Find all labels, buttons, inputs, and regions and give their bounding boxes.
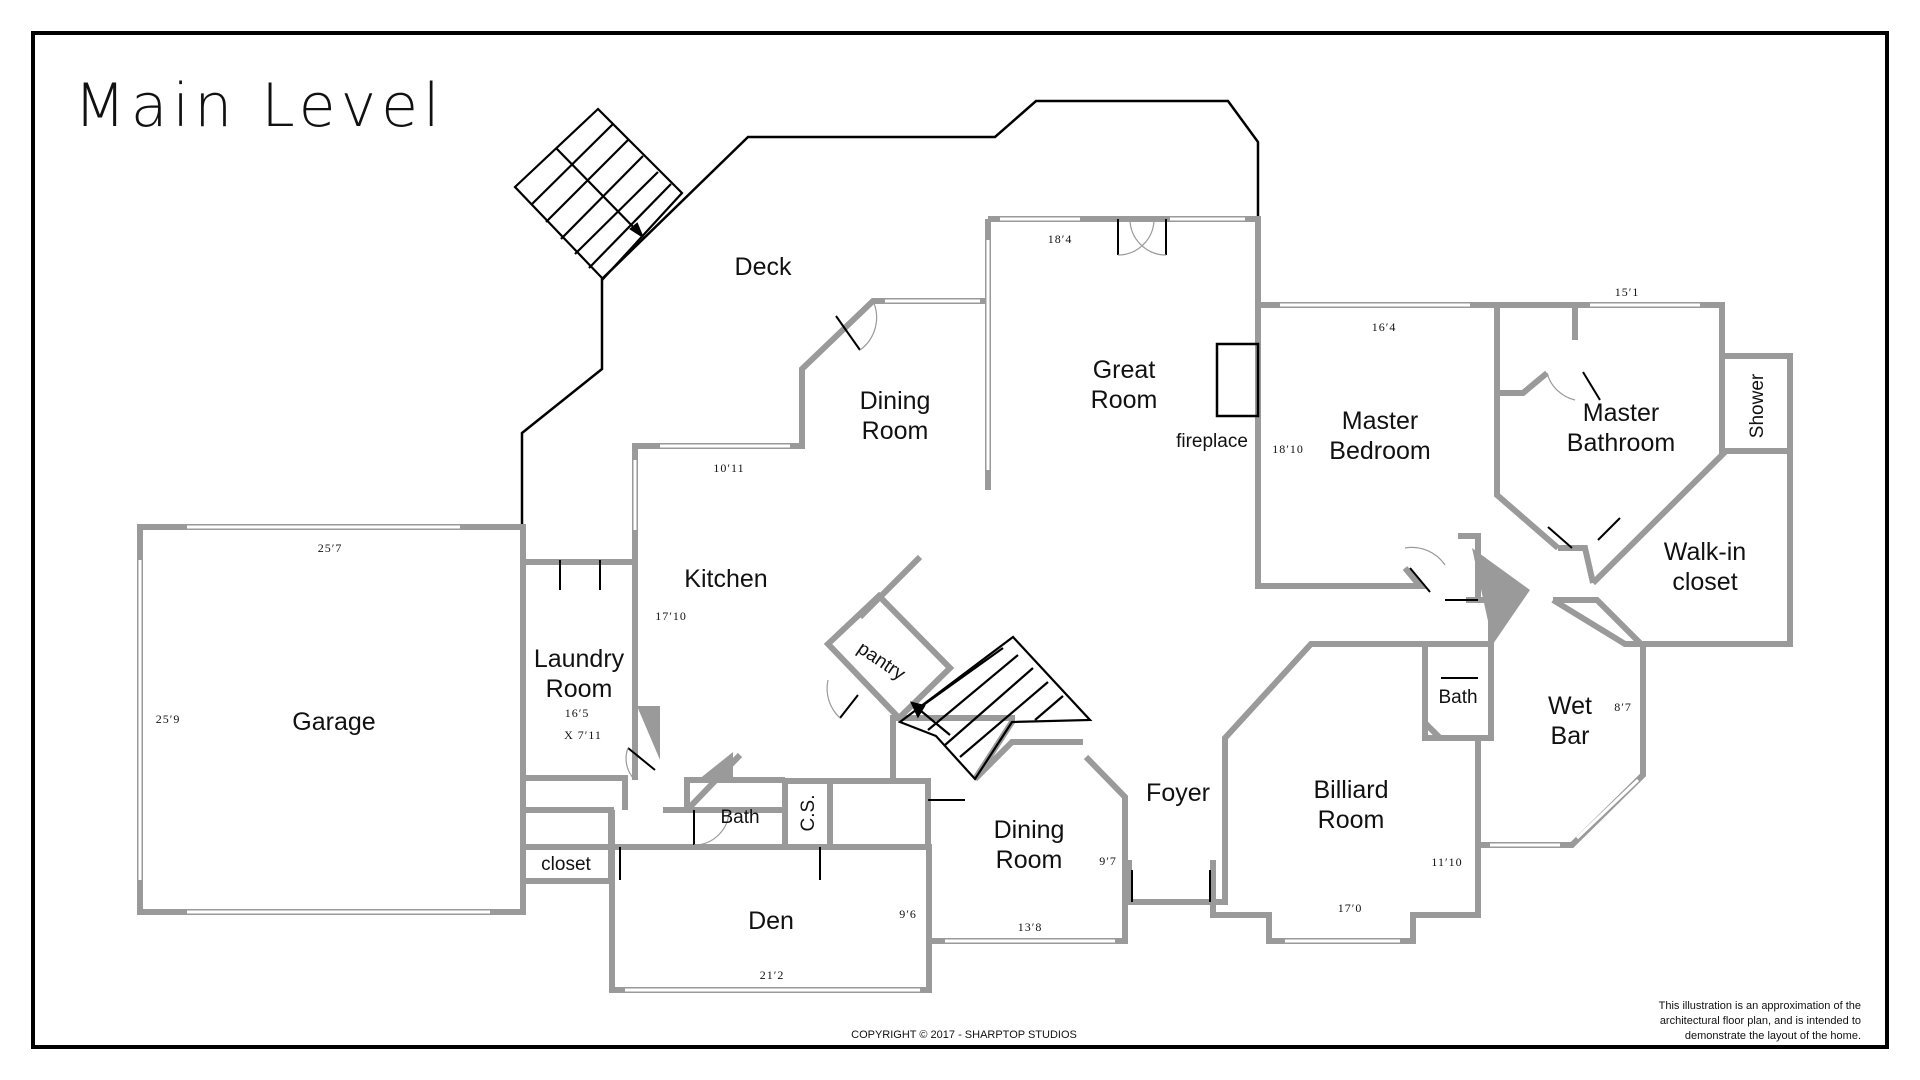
shower-label: Shower <box>1747 373 1768 438</box>
main-stairs <box>897 635 1093 781</box>
garage-label: Garage <box>292 708 375 736</box>
disclaimer-line-1: This illustration is an approximation of… <box>1659 1000 1861 1012</box>
copyright: COPYRIGHT © 2017 - SHARPTOP STUDIOS <box>851 1029 1077 1041</box>
disclaimer-line-2: architectural floor plan, and is intende… <box>1660 1015 1861 1027</box>
walkin-closet-label-1: Walk-in <box>1664 538 1746 566</box>
dim-laundry-1: 16′5 <box>565 706 590 720</box>
master-bedroom-label-1: Master <box>1342 407 1418 435</box>
master-bathroom-label-2: Bathroom <box>1567 429 1675 457</box>
walls <box>137 216 1793 993</box>
dim-den-side: 9′6 <box>899 907 917 921</box>
fireplace-box <box>1215 342 1260 418</box>
doors <box>559 218 1621 902</box>
dim-dining-lower-bottom: 13′8 <box>1018 920 1043 934</box>
dim-great-room-top: 18′4 <box>1048 232 1073 246</box>
windows <box>138 217 1700 992</box>
laundry-room-label-2: Room <box>546 675 613 703</box>
foyer-label: Foyer <box>1146 779 1210 807</box>
master-bathroom-label-1: Master <box>1583 399 1659 427</box>
deck-label: Deck <box>735 253 792 281</box>
dim-laundry-2: X 7′11 <box>564 728 602 742</box>
dim-kitchen-side: 17′10 <box>655 609 687 623</box>
cs-label: C.S. <box>798 795 819 832</box>
dining-room-lower-label-1: Dining <box>994 816 1065 844</box>
dim-dining-room-upper: 10′11 <box>713 461 744 475</box>
dimension-labels: 18′4 16′4 15′1 18′10 10′11 25′7 25′9 17′… <box>156 232 1640 982</box>
dim-master-bedroom-side: 18′10 <box>1272 442 1304 456</box>
kitchen-label: Kitchen <box>684 565 767 593</box>
bath-main-label: Bath <box>720 807 759 828</box>
dim-garage-side: 25′9 <box>156 712 181 726</box>
bath-billiard-label: Bath <box>1438 687 1477 708</box>
dining-room-upper-label-1: Dining <box>860 387 931 415</box>
billiard-room-label-2: Room <box>1318 806 1385 834</box>
dim-dining-lower-side: 9′7 <box>1099 854 1117 868</box>
dining-room-lower-label-2: Room <box>996 846 1063 874</box>
great-room-label-1: Great <box>1093 356 1156 384</box>
dim-garage-top: 25′7 <box>318 541 343 555</box>
dim-wet-bar-side: 8′7 <box>1614 700 1632 714</box>
page-border <box>31 31 1889 1049</box>
deck-outline <box>520 99 1260 533</box>
billiard-room-label-1: Billiard <box>1313 776 1388 804</box>
wet-bar-label-1: Wet <box>1548 692 1592 720</box>
master-bedroom-label-2: Bedroom <box>1329 437 1430 465</box>
fireplace-label: fireplace <box>1176 431 1248 452</box>
room-labels: Deck Great Room Dining Room fireplace Ma… <box>292 253 1768 935</box>
laundry-room-label-1: Laundry <box>534 645 625 673</box>
dim-master-bedroom-top: 16′4 <box>1372 320 1397 334</box>
dining-room-upper-label-2: Room <box>862 417 929 445</box>
deck-stairs <box>513 107 684 281</box>
dim-billiard-bottom: 17′0 <box>1338 901 1363 915</box>
wall-fills <box>637 548 1530 780</box>
dim-den-bottom: 21′2 <box>760 968 785 982</box>
dim-master-bath-top: 15′1 <box>1615 285 1640 299</box>
disclaimer-line-3: demonstrate the layout of the home. <box>1685 1030 1861 1042</box>
walkin-closet-label-2: closet <box>1672 568 1737 596</box>
great-room-label-2: Room <box>1091 386 1158 414</box>
wet-bar-label-2: Bar <box>1551 722 1590 750</box>
page-title: Main Level <box>74 71 445 141</box>
dim-billiard-side: 11′10 <box>1431 855 1462 869</box>
den-label: Den <box>748 907 794 935</box>
closet-label: closet <box>541 854 591 875</box>
